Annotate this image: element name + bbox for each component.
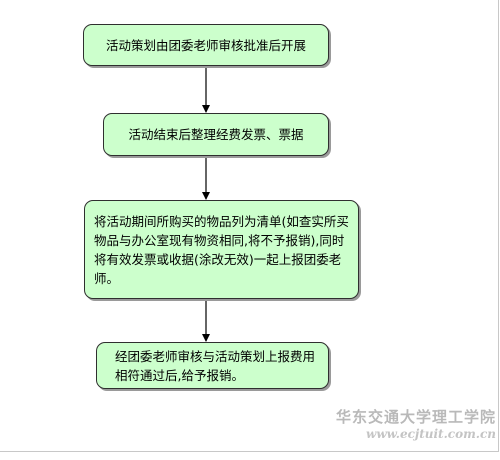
watermark-url: www.ecjtuit.com.cn bbox=[365, 427, 496, 441]
step-item-list-text: 将活动期间所购买的物品列为清单(如查实所买物品与办公室现有物资相同,将不予报销)… bbox=[94, 214, 349, 286]
watermark-school-name: 华东交通大学理工学院 bbox=[335, 408, 496, 426]
step-approval-box: 活动策划由团委老师审核批准后开展 bbox=[83, 24, 329, 66]
step-reimbursement-text: 经团委老师审核与活动策划上报费用相符通过后,给予报销。 bbox=[115, 349, 316, 383]
step-reimbursement-box: 经团委老师审核与活动策划上报费用相符通过后,给予报销。 bbox=[96, 342, 329, 389]
step-approval-text: 活动策划由团委老师审核批准后开展 bbox=[105, 37, 306, 53]
watermark: 华东交通大学理工学院 www.ecjtuit.com.cn bbox=[296, 406, 496, 441]
step-receipts-box: 活动结束后整理经费发票、票据 bbox=[103, 113, 329, 156]
step-item-list-box: 将活动期间所购买的物品列为清单(如查实所买物品与办公室现有物资相同,将不予报销)… bbox=[84, 200, 359, 299]
step-receipts-text: 活动结束后整理经费发票、票据 bbox=[128, 127, 304, 142]
